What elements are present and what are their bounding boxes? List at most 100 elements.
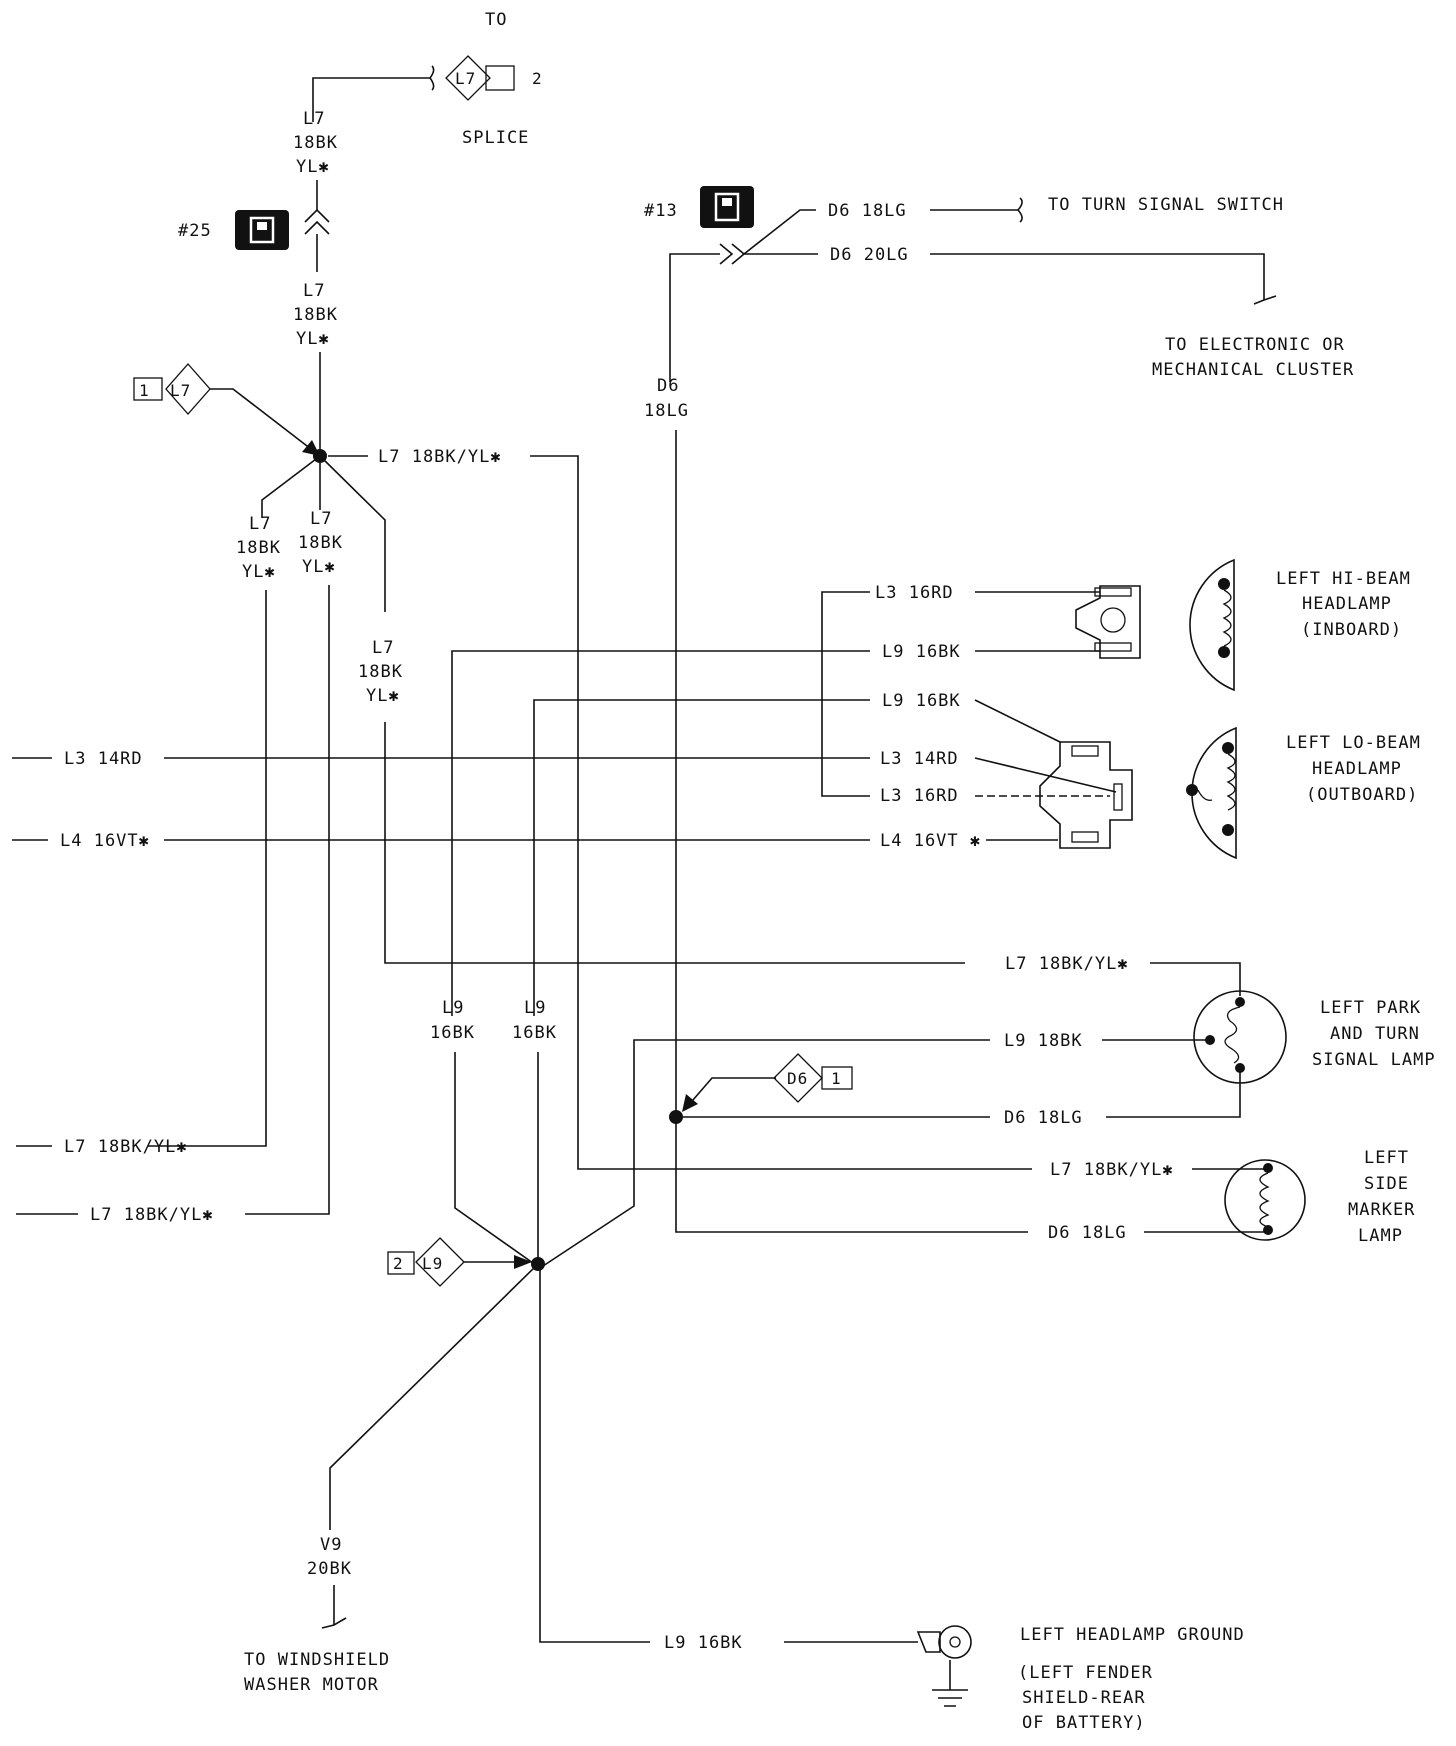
- component-label: MARKER: [1348, 1200, 1415, 1220]
- splice-pin: 2: [532, 69, 543, 88]
- park-turn-lamp: LEFT PARK AND TURN SIGNAL LAMP: [1193, 990, 1436, 1084]
- component-label: SIDE: [1364, 1174, 1409, 1194]
- wire-label: D6 18LG: [1048, 1223, 1127, 1243]
- wire-label: L3 14RD: [64, 749, 143, 769]
- component-label: LEFT HEADLAMP GROUND: [1020, 1625, 1245, 1645]
- wire-l9-vertical-b: L9 16BK: [512, 998, 557, 1268]
- wire-l7-marker: L7 18BK/YL✱: [1050, 1160, 1268, 1180]
- splice-to-label: TO: [485, 10, 507, 30]
- wire-label: YL✱: [242, 562, 276, 582]
- wire-label: L3 14RD: [880, 749, 959, 769]
- hi-beam-connector: [1075, 585, 1141, 659]
- wire-label: L7: [310, 509, 332, 529]
- wire-label: L4 16VT ✱: [880, 831, 981, 851]
- wire-l9-ground: L9 16BK: [539, 1264, 918, 1653]
- wire-label: L9: [524, 998, 546, 1018]
- wire-label: L7: [303, 109, 325, 129]
- wire-label: 18BK: [293, 305, 338, 325]
- wire-label: V9: [320, 1535, 342, 1555]
- splice-label: SPLICE: [462, 128, 529, 148]
- splice-id: L7: [455, 69, 476, 88]
- destination-label: MECHANICAL CLUSTER: [1152, 360, 1354, 380]
- component-label: (OUTBOARD): [1306, 785, 1418, 805]
- wire-label: L7 18BK/YL✱: [90, 1205, 214, 1225]
- hi-beam-headlamp: LEFT HI-BEAM HEADLAMP (INBOARD): [1189, 558, 1411, 692]
- splice-pin: 1: [139, 381, 150, 400]
- wire-label: 18BK: [293, 133, 338, 153]
- wire-label: 18LG: [644, 401, 689, 421]
- component-label: LEFT LO-BEAM: [1286, 733, 1421, 753]
- component-label: SHIELD-REAR: [1022, 1688, 1146, 1708]
- wire-label: L7 18BK/YL✱: [1050, 1160, 1174, 1180]
- wire-l9-park: L9 18BK: [1004, 1031, 1210, 1051]
- destination-label: WASHER MOTOR: [244, 1675, 379, 1695]
- splice-l7: 1 L7: [133, 363, 321, 457]
- wire-l7-park: L7 18BK/YL✱: [1005, 954, 1241, 996]
- wire-label: L4 16VT✱: [60, 831, 150, 851]
- wire-l9-16bk-hi: L9 16BK: [882, 642, 1100, 662]
- lo-beam-connector: [1039, 741, 1133, 849]
- component-label: OF BATTERY): [1022, 1713, 1146, 1733]
- component-label: LEFT: [1364, 1148, 1409, 1168]
- wire-l3-14rd: L3 14RD L3 14RD: [12, 749, 1117, 793]
- splice-pin: 1: [831, 1069, 842, 1088]
- component-label: HEADLAMP: [1312, 759, 1402, 779]
- wire-label: L9 16BK: [882, 691, 961, 711]
- splice-id: L9: [422, 1254, 443, 1273]
- wire-label: D6: [657, 376, 679, 396]
- wire-l3-16rd-hi: L3 16RD: [875, 583, 1100, 603]
- splice-reference: TO L7 2 SPLICE: [312, 10, 543, 148]
- wire-l7-left-b: L7 18BK/YL✱: [16, 1205, 214, 1225]
- wire-label: 18BK: [298, 533, 343, 553]
- wire-label: L9 16BK: [664, 1633, 743, 1653]
- component-label: LEFT HI-BEAM: [1276, 569, 1411, 589]
- wire-l7-branch-c: L7 18BK YL✱: [358, 638, 965, 964]
- wire-label: YL✱: [296, 329, 330, 349]
- junction-d6: [669, 1110, 683, 1124]
- wire-label: 16BK: [430, 1023, 475, 1043]
- destination-label: TO WINDSHIELD: [244, 1650, 390, 1670]
- component-label: HEADLAMP: [1302, 594, 1392, 614]
- wire-label: 20BK: [307, 1559, 352, 1579]
- wire-l7-mid: L7 18BK YL✱: [293, 281, 338, 456]
- connector-label: #13: [644, 201, 678, 221]
- component-label: (LEFT FENDER: [1018, 1663, 1153, 1683]
- wire-l7-branch-a: L7 18BK YL✱: [148, 514, 280, 1147]
- wire-label: 16BK: [512, 1023, 557, 1043]
- ground-labels: LEFT HEADLAMP GROUND (LEFT FENDER SHIELD…: [1018, 1625, 1245, 1733]
- wire-d6-park: D6 18LG: [1004, 1068, 1241, 1128]
- splice-pin: 2: [393, 1254, 404, 1273]
- connector-label: #25: [178, 221, 212, 241]
- connector-25: #25: [178, 210, 289, 250]
- wire-label: YL✱: [366, 686, 400, 706]
- wire-label: L7: [303, 281, 325, 301]
- lo-beam-headlamp: LEFT LO-BEAM HEADLAMP (OUTBOARD): [1186, 726, 1421, 860]
- wire-l7-top: L7 18BK YL✱: [293, 109, 338, 272]
- wire-d6-marker: D6 18LG: [1048, 1223, 1268, 1243]
- wire-label: L9 18BK: [1004, 1031, 1083, 1051]
- wire-label: L7: [249, 514, 271, 534]
- component-label: AND TURN: [1330, 1024, 1420, 1044]
- component-label: SIGNAL LAMP: [1312, 1050, 1436, 1070]
- wire-label: 18BK: [358, 662, 403, 682]
- wire-label: L7: [372, 638, 394, 658]
- destination-label: TO ELECTRONIC OR: [1165, 335, 1345, 355]
- connector-icon: [700, 186, 754, 228]
- wire-l3-16rd-lo: L3 16RD: [880, 786, 1110, 806]
- wire-label: L3 16RD: [875, 583, 954, 603]
- side-marker-lamp: LEFT SIDE MARKER LAMP: [1224, 1148, 1415, 1246]
- wire-label: YL✱: [296, 157, 330, 177]
- splice-l9: 2 L9: [387, 1237, 532, 1287]
- wire-label: L3 16RD: [880, 786, 959, 806]
- connector-13: #13: [644, 186, 754, 228]
- wire-label: YL✱: [302, 557, 336, 577]
- wire-l9-vertical-a: L9 16BK: [430, 998, 541, 1269]
- component-label: LAMP: [1358, 1226, 1403, 1246]
- destination-label: TO TURN SIGNAL SWITCH: [1048, 195, 1284, 215]
- wire-label: D6 18LG: [1004, 1108, 1083, 1128]
- wire-l9-16bk-lo: L9 16BK: [882, 691, 1061, 743]
- wire-label: L9 16BK: [882, 642, 961, 662]
- wire-d6-vertical: D6 18LG: [644, 376, 1028, 1233]
- ground-icon: [916, 1625, 972, 1707]
- splice-d6: D6 1: [669, 1053, 853, 1124]
